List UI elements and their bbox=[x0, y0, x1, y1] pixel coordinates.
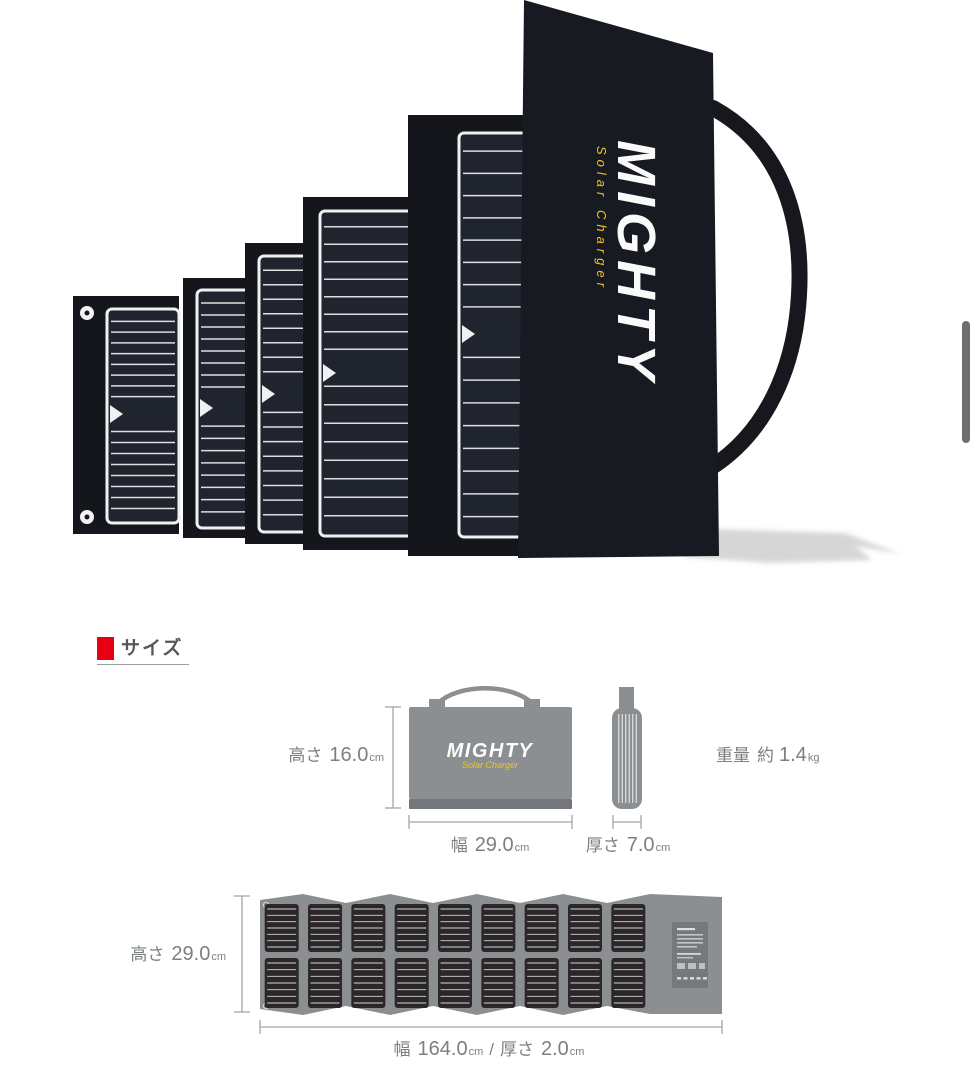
spec-text-line bbox=[677, 928, 695, 931]
spec-mark-icon bbox=[688, 963, 696, 969]
carry-handle bbox=[704, 100, 808, 475]
spec-text-line bbox=[677, 938, 703, 940]
grommet-hole bbox=[84, 514, 90, 520]
dimension-thickness-folded bbox=[612, 815, 642, 829]
cell-notch bbox=[462, 325, 475, 343]
dimension-height-unfolded bbox=[234, 895, 250, 1013]
cell-notch bbox=[323, 364, 336, 382]
side-body bbox=[612, 708, 642, 809]
spec-text-line bbox=[677, 946, 697, 948]
solar-cell-area bbox=[105, 307, 181, 525]
cover-panel bbox=[518, 0, 719, 558]
size-section-heading: サイズ bbox=[97, 637, 190, 665]
spec-mark-icon bbox=[683, 977, 688, 980]
case-base-strip bbox=[409, 799, 572, 809]
product-photo-illustration: MIGHTY Solar Charger bbox=[73, 0, 900, 563]
spec-mark-icon bbox=[696, 977, 701, 980]
spec-mark-icon bbox=[677, 977, 681, 980]
spec-mark-icon bbox=[690, 977, 694, 980]
spec-text-line bbox=[677, 934, 703, 936]
case-body bbox=[409, 707, 572, 799]
dimension-width-folded bbox=[408, 815, 573, 829]
spec-text-line bbox=[677, 953, 701, 955]
grommet-hole bbox=[84, 310, 90, 316]
spec-text-line bbox=[677, 957, 693, 959]
spec-mark-icon bbox=[699, 963, 705, 969]
case-handle bbox=[435, 686, 535, 706]
spec-mark-icon bbox=[703, 977, 707, 980]
cell-notch bbox=[262, 385, 275, 403]
scrollbar-thumb[interactable] bbox=[962, 321, 970, 443]
mighty-logo-vertical: MIGHTY Solar Charger bbox=[594, 140, 666, 386]
cell-notch bbox=[200, 399, 213, 417]
case-logo-subtext: Solar Charger bbox=[462, 760, 519, 770]
briefcase-side-illustration bbox=[612, 687, 642, 809]
solar-panel-1 bbox=[73, 296, 181, 534]
unfolded-panel-illustration bbox=[260, 894, 722, 1015]
heading-text: サイズ bbox=[121, 638, 184, 659]
side-top-tab bbox=[619, 687, 634, 711]
dimension-height-folded bbox=[385, 706, 401, 809]
handle-tab bbox=[524, 699, 540, 707]
handle-tab bbox=[429, 699, 445, 707]
solar-cell-grid bbox=[264, 904, 646, 1008]
briefcase-front-illustration: MIGHTY Solar Charger bbox=[409, 686, 572, 809]
case-logo-wordmark: MIGHTY bbox=[447, 740, 534, 762]
logo-wordmark: MIGHTY bbox=[606, 140, 666, 386]
spec-text-line bbox=[677, 942, 703, 944]
logo-subtext: Solar Charger bbox=[594, 146, 609, 292]
heading-bullet bbox=[97, 637, 114, 660]
spec-mark-icon bbox=[677, 963, 685, 969]
spec-label-area bbox=[672, 922, 708, 988]
cell-notch bbox=[110, 405, 123, 423]
dimension-width-unfolded bbox=[259, 1020, 723, 1034]
